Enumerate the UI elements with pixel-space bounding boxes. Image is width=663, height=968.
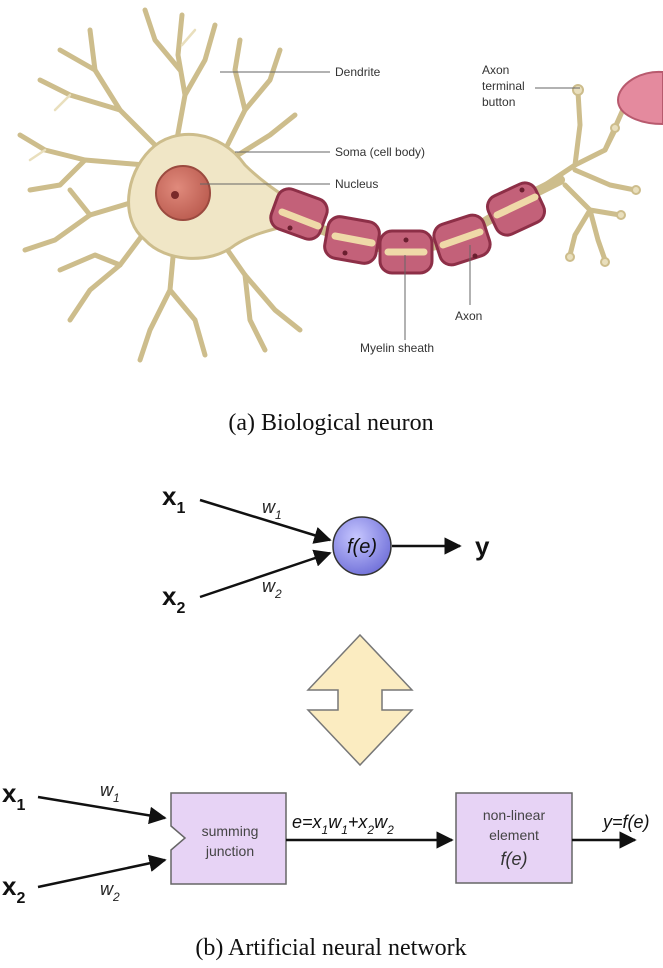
caption-a: (a) Biological neuron (228, 410, 433, 436)
label-axon: Axon (455, 309, 482, 323)
weight-w1-bottom: w1 (100, 780, 120, 805)
caption-b: (b) Artificial neural network (195, 935, 466, 961)
dendrites (17, 7, 303, 363)
label-dendrite: Dendrite (335, 65, 381, 79)
label-axon-terminal-3: button (482, 95, 515, 109)
input-x2-top: x2 (162, 581, 185, 617)
artificial-neuron-bottom: x1 x2 w1 w2 summing junction e=x1w1+x2w2… (2, 778, 650, 907)
neuron-node-label: f(e) (347, 536, 377, 558)
axon-terminals (542, 84, 641, 267)
weight-w2-top: w2 (262, 576, 282, 601)
summing-label-1: summing (202, 823, 259, 839)
weight-w2-bottom: w2 (100, 879, 120, 904)
nucleus (155, 165, 211, 221)
summing-label-2: junction (205, 843, 254, 859)
edge-x1-node (199, 498, 332, 544)
label-axon-terminal-2: terminal (482, 79, 525, 93)
edge-x1-summing (37, 795, 167, 825)
label-axon-terminal-1: Axon (482, 63, 509, 77)
summing-junction-box (170, 792, 287, 885)
equivalence-arrow (306, 633, 414, 767)
nonlinear-label-1: non-linear (483, 807, 546, 823)
label-nucleus: Nucleus (335, 177, 378, 191)
equation-e: e=x1w1+x2w2 (292, 812, 394, 837)
target-cell (616, 70, 663, 126)
artificial-neuron-top: x1 x2 w1 w2 f(e) y (162, 481, 490, 617)
label-myelin-sheath: Myelin sheath (360, 341, 434, 355)
myelin-sheath-segments (269, 181, 546, 275)
weight-w1-top: w1 (262, 497, 282, 522)
input-x1-bottom: x1 (2, 778, 25, 814)
neuron-node (332, 516, 392, 576)
edge-x2-summing (37, 854, 167, 889)
output-y-top: y (475, 531, 490, 561)
nonlinear-label-2: element (489, 827, 539, 843)
input-x1-top: x1 (162, 481, 185, 517)
nonlinear-element-box (455, 792, 573, 884)
input-x2-bottom: x2 (2, 871, 25, 907)
edge-x2-node (199, 549, 332, 599)
biological-neuron-illustration: Dendrite Soma (cell body) Nucleus Axon t… (17, 7, 663, 363)
output-y-bottom: y=f(e) (601, 812, 650, 832)
nucleolus (171, 191, 179, 199)
label-soma: Soma (cell body) (335, 145, 425, 159)
nonlinear-label-fe: f(e) (501, 849, 528, 869)
